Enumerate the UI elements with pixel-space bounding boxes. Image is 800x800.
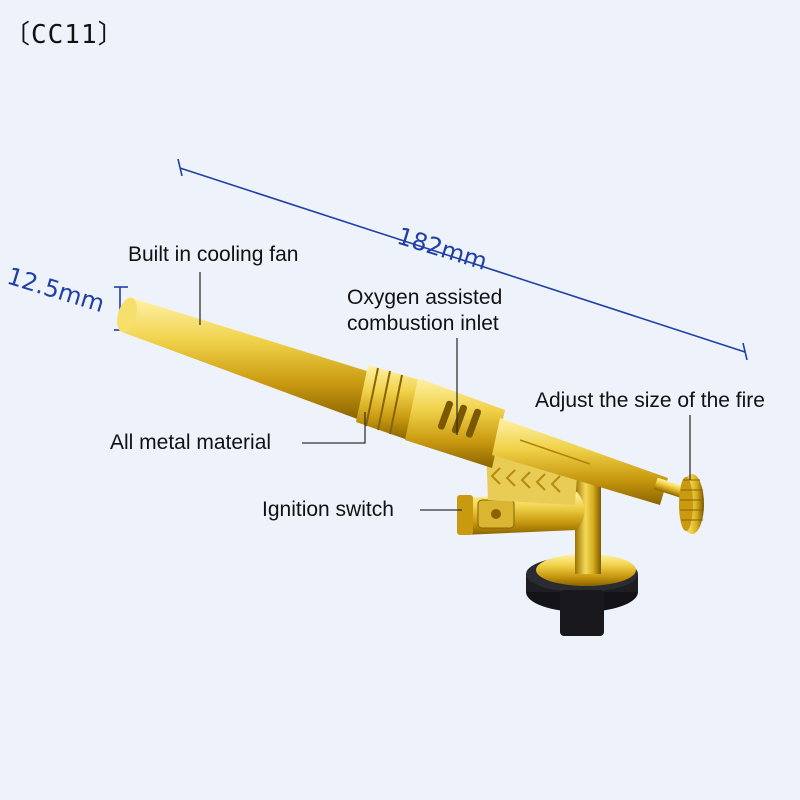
ribbed-grip (356, 365, 420, 440)
air-inlet-sleeve (405, 378, 505, 468)
adjust-rod (653, 477, 687, 499)
rear-tube (492, 418, 668, 505)
fire-adjust-knob (679, 474, 704, 534)
cooling-fan-label: Built in cooling fan (128, 243, 299, 266)
model-code: 〔CC11〕 (4, 20, 125, 50)
burner-tube (117, 297, 370, 420)
oxygen-inlet-line1: Oxygen assisted (347, 286, 503, 309)
material-label: All metal material (110, 431, 272, 454)
oxygen-inlet-line2: combustion inlet (347, 312, 499, 336)
ignition-switch-label: Ignition switch (262, 498, 394, 521)
callout-lines (199, 272, 691, 511)
fire-adjust-label: Adjust the size of the fire (535, 389, 765, 412)
length-dimension-line (177, 158, 748, 361)
oxygen-inlet-label: Oxygen assisted combustion inlet (347, 285, 502, 338)
arrow-marks (490, 467, 561, 493)
